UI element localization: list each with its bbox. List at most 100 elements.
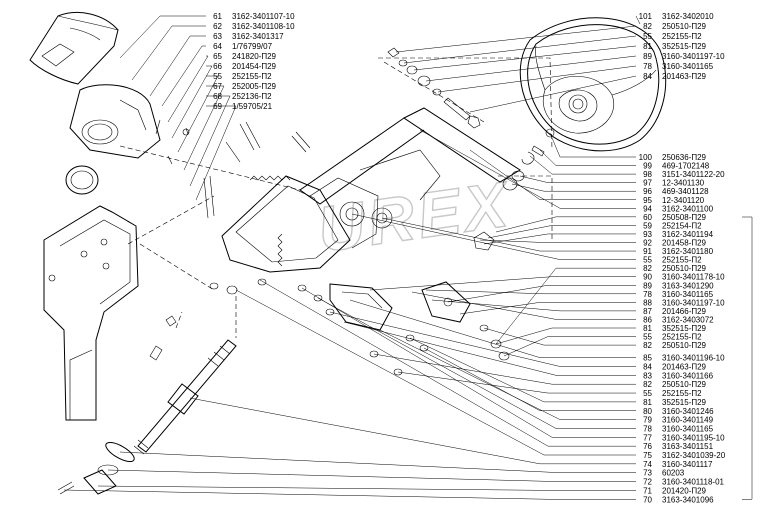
right-top-callout-number: 78 (643, 62, 652, 71)
right-callout-number: 97 (643, 179, 652, 188)
right-callout-number: 55 (643, 333, 652, 342)
right-callout-number: 81 (643, 324, 652, 333)
right-callout-part: 252155-П2 (662, 333, 702, 342)
right-callout-number: 88 (643, 298, 652, 307)
right-callout-number: 80 (643, 407, 652, 416)
right-callout-part: 252155-П2 (662, 389, 702, 398)
right-callout-part: 3160-3401165 (662, 424, 714, 433)
right-callout-number: 73 (643, 469, 652, 478)
left-callout-part: 252155-П2 (232, 72, 272, 81)
right-callout-number: 59 (643, 221, 652, 230)
right-callout-part: 250510-П29 (662, 341, 707, 350)
right-top-callout-part: 250510-П29 (662, 22, 707, 31)
hub-small-parts (502, 128, 555, 191)
right-top-callout-part: 3162-3402010 (662, 12, 714, 21)
right-callout-number: 85 (643, 354, 652, 363)
right-callout-number: 83 (643, 371, 652, 380)
right-callout-number: 55 (643, 389, 652, 398)
right-callout-number: 79 (643, 416, 652, 425)
right-callout-part: 250510-П29 (662, 380, 707, 389)
left-callout-number: 55 (213, 72, 222, 81)
right-callout-part: 3160-3401197-10 (662, 298, 725, 307)
right-callout-part: 3151-3401122-20 (662, 170, 725, 179)
left-callout-number: 69 (213, 102, 222, 111)
right-callout-number: 74 (643, 460, 652, 469)
right-callout-number: 82 (643, 264, 652, 273)
left-callout-part: 3162-3401317 (232, 32, 284, 41)
left-callout-part: 201454-П29 (232, 62, 277, 71)
right-callout-number: 94 (643, 204, 652, 213)
mounting-bracket (43, 205, 139, 421)
right-callout-number: 75 (643, 451, 652, 460)
left-callout-number: 63 (213, 32, 222, 41)
right-callout-part: 3162-3401100 (662, 204, 714, 213)
right-callout-number: 55 (643, 256, 652, 265)
right-callout-number: 95 (643, 196, 652, 205)
column-tube (299, 107, 521, 205)
right-top-callout-number: 82 (643, 22, 652, 31)
right-callout-number: 71 (643, 486, 652, 495)
column-shroud-upper (29, 12, 119, 85)
left-callout-number: 65 (213, 52, 222, 61)
right-callout-part: 12-3401130 (662, 179, 705, 188)
right-callout-number: 78 (643, 424, 652, 433)
tension-springs (249, 175, 291, 267)
left-callout-part: 1/76799/07 (232, 42, 273, 51)
left-callout-part: 1/59705/21 (232, 102, 273, 111)
leader-lines (63, 15, 753, 500)
right-top-callout-part: 252155-П2 (662, 32, 702, 41)
left-callout-part: 252005-П29 (232, 82, 277, 91)
right-callout-part: 3160-3401149 (662, 416, 714, 425)
right-top-callout-number: 101 (639, 12, 653, 21)
right-callout-number: 81 (643, 398, 652, 407)
right-callout-number: 84 (643, 363, 652, 372)
top-fasteners (387, 47, 481, 129)
right-callout-number: 76 (643, 442, 652, 451)
right-callout-part: 12-3401120 (662, 196, 705, 205)
right-callout-part: 3160-3401166 (662, 371, 714, 380)
right-callout-part: 3162-3401180 (662, 247, 714, 256)
right-top-callout-number: 84 (643, 72, 652, 81)
right-callout-number: 60 (643, 213, 652, 222)
right-callout-part: 250510-П29 (662, 264, 707, 273)
right-callout-part: 469-3401128 (662, 187, 709, 196)
bracket-bolts (203, 121, 311, 295)
left-callout-number: 66 (213, 62, 222, 71)
left-callout-number: 62 (213, 22, 222, 31)
right-callout-part: 352515-П29 (662, 324, 707, 333)
steering-wheel (519, 17, 667, 152)
right-callout-number: 82 (643, 380, 652, 389)
right-callout-number: 86 (643, 315, 652, 324)
right-callout-part: 3160-3401117 (662, 460, 713, 469)
right-callout-number: 93 (643, 230, 652, 239)
right-callout-number: 72 (643, 478, 652, 487)
right-callout-part: 60203 (662, 469, 685, 478)
right-callout-number: 87 (643, 307, 652, 316)
intermediate-shaft (57, 315, 237, 495)
right-callout-part: 3160-3401195-10 (662, 433, 725, 442)
right-top-callout-number: 81 (643, 42, 652, 51)
right-callout-number: 78 (643, 290, 652, 299)
right-callout-part: 3160-3401246 (662, 407, 714, 416)
right-callout-part: 3163-3401290 (662, 281, 714, 290)
right-callout-number: 91 (643, 247, 652, 256)
right-callout-part: 3160-3401165 (662, 290, 714, 299)
right-callout-number: 92 (643, 239, 652, 248)
right-callout-part: 469-1702148 (662, 162, 710, 171)
left-callout-part: 3162-3401107-10 (232, 12, 295, 21)
right-callout-number: 89 (643, 281, 652, 290)
right-callout-number: 90 (643, 273, 652, 282)
horn-ring (65, 165, 99, 195)
right-callout-number: 82 (643, 341, 652, 350)
left-callout-number: 68 (213, 92, 222, 101)
right-callout-part: 3162-3403072 (662, 315, 714, 324)
right-callout-part: 252155-П2 (662, 256, 702, 265)
right-callout-part: 250636-П29 (662, 153, 707, 162)
left-callout-number: 61 (213, 12, 222, 21)
right-callout-part: 3160-3401118-01 (662, 478, 725, 487)
left-callout-number: 67 (213, 82, 222, 91)
right-callout-number: 70 (643, 495, 652, 504)
right-callout-part: 201420-П29 (662, 486, 707, 495)
